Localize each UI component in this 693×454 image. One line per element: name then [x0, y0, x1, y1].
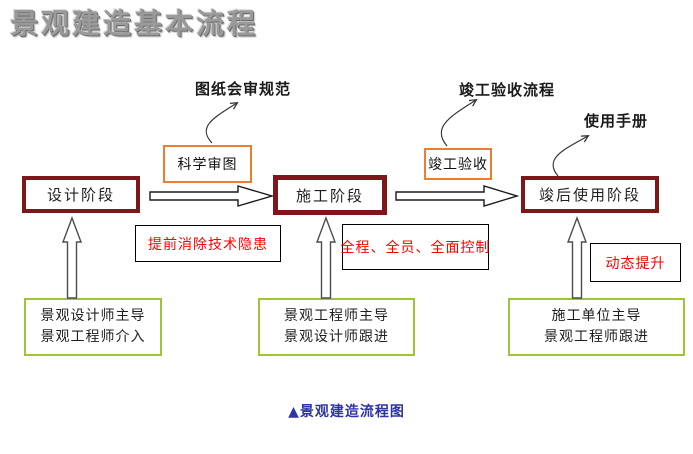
deliverable-acceptance-process: 竣工验收流程	[459, 81, 556, 99]
role-box-construction-stage: 景观工程师主导 景观设计师跟进	[258, 298, 415, 356]
page-title: 景观建造基本流程	[10, 7, 259, 40]
up-arrow-post-use	[566, 216, 588, 299]
note-dynamic-improve-label: 动态提升	[605, 255, 666, 272]
stage-box-design: 设计阶段	[22, 176, 140, 213]
gate-box-drawing-review-label: 科学审图	[177, 157, 238, 173]
stage-box-construction: 施工阶段	[273, 175, 387, 215]
role-box-post-use-stage-line2: 景观工程师跟进	[544, 329, 649, 345]
figure-caption: ▲景观建造流程图	[288, 404, 405, 420]
gate-box-completion-acceptance: 竣工验收	[424, 148, 492, 180]
curved-arrow-to-drawing-review-standard	[205, 103, 237, 144]
role-box-design-stage: 景观设计师主导 景观工程师介入	[24, 298, 162, 356]
curved-arrow-to-acceptance-process	[440, 100, 476, 147]
stage-box-construction-label: 施工阶段	[295, 186, 364, 205]
role-box-construction-stage-line2: 景观设计师跟进	[284, 329, 389, 345]
deliverable-drawing-review-standard: 图纸会审规范	[195, 80, 292, 98]
block-arrow-design-to-construction	[149, 185, 275, 207]
gate-box-completion-acceptance-label: 竣工验收	[428, 157, 488, 173]
gate-box-drawing-review: 科学审图	[163, 145, 252, 183]
stage-box-post-use: 竣后使用阶段	[521, 176, 659, 213]
deliverable-user-manual: 使用手册	[584, 112, 649, 130]
role-box-post-use-stage: 施工单位主导 景观工程师跟进	[508, 298, 685, 356]
stage-box-post-use-label: 竣后使用阶段	[538, 186, 641, 204]
role-box-design-stage-line2: 景观工程师介入	[40, 329, 146, 345]
stage-box-design-label: 设计阶段	[46, 186, 115, 204]
up-arrow-construction	[315, 216, 337, 299]
note-full-control-label: 全程、全员、全面控制	[340, 240, 491, 256]
role-box-design-stage-line1: 景观设计师主导	[40, 308, 146, 324]
curved-arrow-to-user-manual	[552, 136, 588, 177]
block-arrow-construction-to-post-use	[395, 185, 520, 207]
role-box-post-use-stage-line1: 施工单位主导	[551, 308, 642, 324]
role-box-construction-stage-line1: 景观工程师主导	[284, 308, 389, 324]
note-dynamic-improve: 动态提升	[590, 243, 681, 282]
note-eliminate-risks: 提前消除技术隐患	[135, 225, 281, 262]
note-full-control: 全程、全员、全面控制	[340, 224, 491, 270]
up-arrow-design	[61, 216, 83, 299]
note-eliminate-risks-label: 提前消除技术隐患	[148, 236, 268, 253]
